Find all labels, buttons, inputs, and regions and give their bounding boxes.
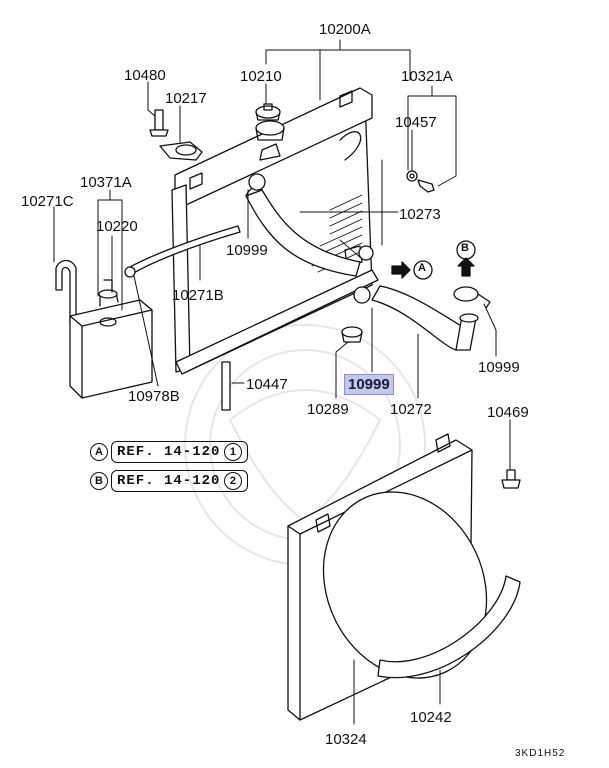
reference-b-marker: B [90,472,108,490]
part-label-10220: 10220 [96,218,138,235]
fan-guard [377,575,521,679]
radiator-cap [255,103,281,121]
upper-hose [245,131,374,277]
reference-a[interactable]: A REF. 14-120 1 [90,441,249,463]
part-label-10480: 10480 [124,67,166,84]
diagram-code: 3KD1H52 [515,748,566,759]
part-label-10469: 10469 [487,404,529,421]
marker-a-circle [413,260,433,280]
part-label-10999-right: 10999 [478,359,520,376]
part-label-10242: 10242 [410,709,452,726]
part-label-10999-highlighted[interactable]: 10999 [344,374,394,395]
part-label-10210: 10210 [240,68,282,85]
part-label-10217: 10217 [165,90,207,107]
reference-b[interactable]: B REF. 14-120 2 [90,470,249,492]
reference-a-number: 1 [224,443,243,461]
cap-10289 [341,326,363,343]
marker-b-label: B [461,242,469,254]
reference-a-marker: A [90,443,108,461]
small-hose [127,225,241,275]
reference-a-text: REF. 14-120 [117,444,221,460]
part-label-10289: 10289 [307,401,349,418]
clip [124,266,136,278]
leader-lines [53,39,511,725]
arrow-a [391,261,411,279]
part-label-10272: 10272 [390,401,432,418]
marker-a-label: A [418,262,426,274]
part-label-10978b: 10978B [128,388,180,405]
lower-hose [353,285,479,351]
reference-b-box: REF. 14-120 2 [111,470,249,492]
arrow-b [457,257,475,277]
reference-b-number: 2 [224,472,243,490]
part-label-10271c: 10271C [21,193,74,210]
bolt-and-bracket [149,109,203,161]
drain-pipe [221,361,231,411]
part-label-10999-top: 10999 [226,242,268,259]
part-label-10457: 10457 [395,114,437,131]
part-label-10321a: 10321A [401,68,453,85]
bolt-10469 [501,469,521,489]
part-label-10371a: 10371A [80,174,132,191]
marker-b-circle [456,240,476,260]
overflow-hose [55,259,77,325]
hose-clamp [453,286,491,309]
reserve-tank [69,279,153,399]
drain-plug-parts [406,170,435,193]
part-label-10324: 10324 [325,731,367,748]
reference-a-box: REF. 14-120 1 [111,441,249,463]
fan-shroud [287,433,488,721]
reference-b-text: REF. 14-120 [117,473,221,489]
part-label-10271b: 10271B [172,287,224,304]
part-label-10273: 10273 [399,206,441,223]
part-label-10200a: 10200A [319,21,371,38]
part-label-10447: 10447 [246,376,288,393]
